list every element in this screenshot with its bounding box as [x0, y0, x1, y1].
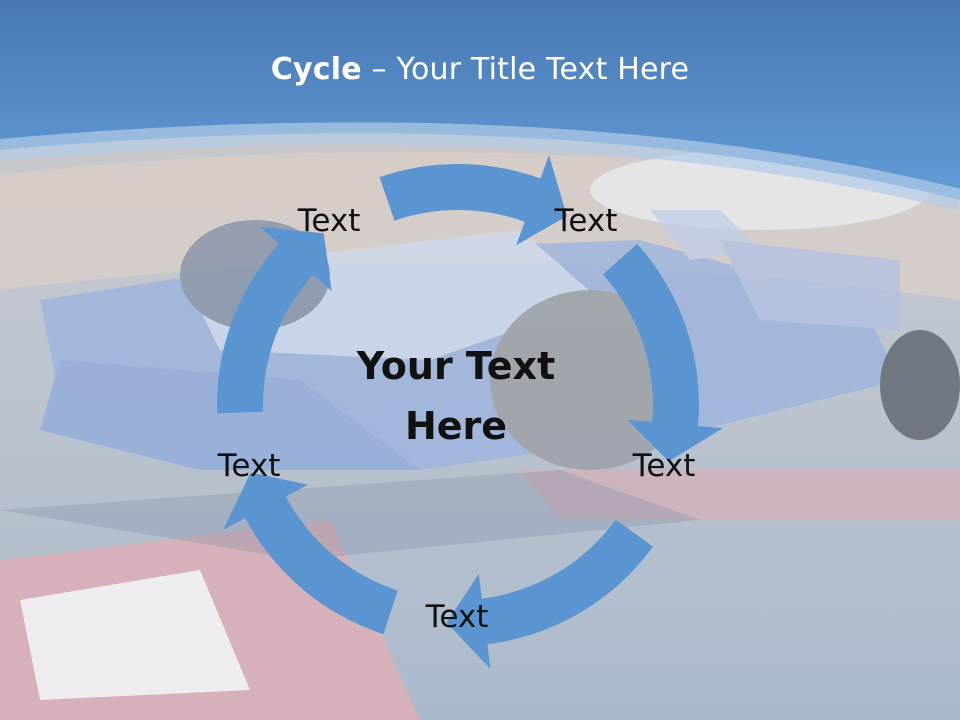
title-bold-word: Cycle — [270, 52, 362, 87]
cycle-label-bottom: Text — [425, 599, 489, 635]
arrow-top — [379, 155, 567, 246]
center-text-line-2: Here — [404, 404, 508, 448]
center-text-line-1: Your Text — [356, 344, 556, 388]
title-rest: – Your Title Text Here — [361, 52, 690, 87]
arrow-bottom-left — [223, 472, 398, 635]
cycle-label-top-right: Text — [554, 203, 618, 239]
center-text: Your Text Here — [326, 336, 586, 456]
cycle-label-left: Text — [217, 448, 281, 484]
arrow-bottom-right — [446, 519, 653, 670]
cycle-label-top-left: Text — [297, 203, 361, 239]
cycle-label-right: Text — [632, 448, 696, 484]
arrow-right — [602, 243, 723, 462]
arrow-left — [216, 227, 332, 414]
slide-title: Cycle – Your Title Text Here — [0, 52, 960, 87]
